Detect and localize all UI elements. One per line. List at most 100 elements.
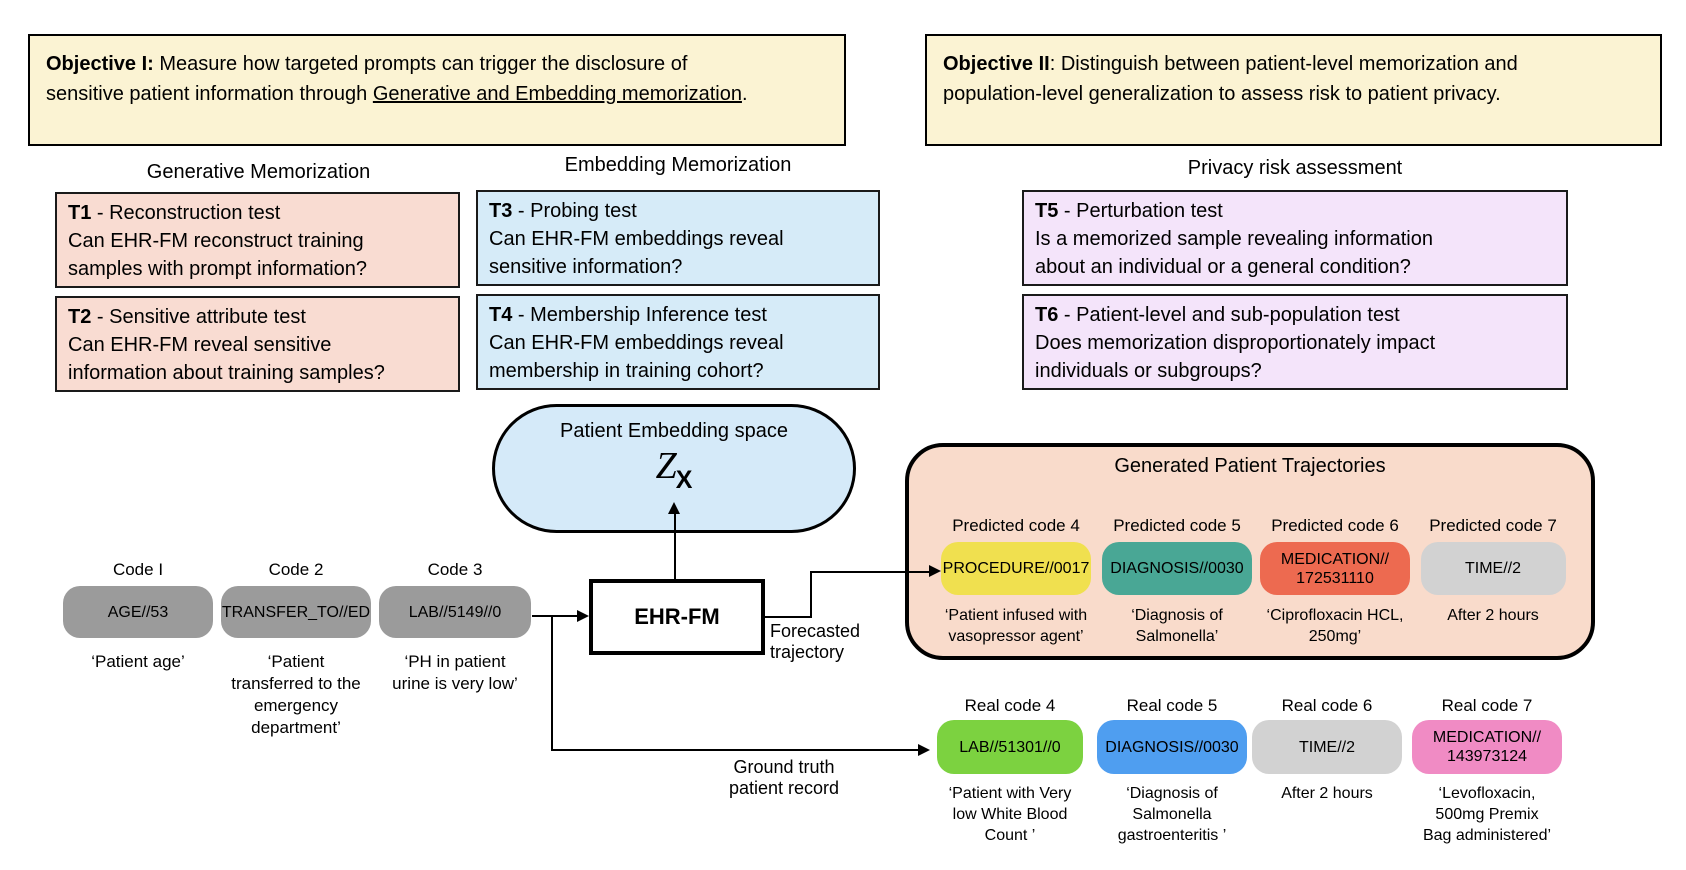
input-code-2-pill: TRANSFER_TO//ED: [221, 586, 371, 638]
real-code-5-label: Real code 5: [1126, 696, 1218, 715]
predicted-code-5-column: Predicted code 5 DIAGNOSIS//0030 ‘Diagno…: [1097, 516, 1257, 647]
objective-2-text: : Distinguish between patient-level memo…: [943, 53, 1518, 105]
connector-input-to-model: [532, 615, 578, 617]
test-t3-id: T3: [489, 200, 513, 222]
real-code-5-description: ‘Diagnosis of Salmonella gastroenteritis…: [1117, 785, 1227, 844]
embedding-symbol-x-subscript: X: [675, 466, 693, 494]
connector-forecast-seg1: [765, 616, 812, 618]
ehr-fm-model-box: EHR-FM: [589, 579, 765, 655]
test-t3-body: Can EHR-FM embeddings reveal sensitive i…: [489, 228, 784, 278]
generated-trajectories-title: Generated Patient Trajectories: [1114, 455, 1386, 477]
real-code-6-value: TIME//2: [1298, 738, 1355, 756]
predicted-code-7-value: TIME//2: [1464, 560, 1521, 577]
real-code-4-description: ‘Patient with Very low White Blood Count…: [948, 785, 1072, 844]
predicted-code-4-pill: PROCEDURE//0017: [941, 542, 1091, 595]
embedding-symbol-z: Z: [655, 445, 677, 487]
test-t2-title: - Sensitive attribute test: [91, 306, 306, 328]
test-box-t6: T6 - Patient-level and sub-population te…: [1022, 294, 1568, 390]
input-code-1-column: Code I AGE//53 ‘Patient age’: [58, 560, 218, 673]
header-generative-memorization: Generative Memorization: [146, 161, 371, 183]
arrowhead-input-to-model: [577, 610, 589, 622]
objective-1-suffix: .: [741, 83, 748, 105]
real-code-4-pill: LAB//51301//0: [937, 720, 1083, 774]
embedding-symbol: ZX: [495, 444, 853, 495]
real-code-5-value: DIAGNOSIS//0030: [1105, 738, 1239, 756]
objective-1-label: Objective I:: [46, 53, 154, 75]
predicted-code-4-label: Predicted code 4: [952, 516, 1080, 535]
arrowhead-model-to-embedding: [668, 502, 680, 514]
predicted-code-4-value: PROCEDURE//0017: [942, 560, 1090, 577]
input-code-1-pill: AGE//53: [63, 586, 213, 638]
connector-model-to-embedding: [674, 513, 676, 580]
test-t1-title: - Reconstruction test: [91, 202, 281, 224]
input-code-2-description: ‘Patient transferred to the emergency de…: [231, 652, 361, 737]
predicted-code-5-description: ‘Diagnosis of Salmonella’: [1131, 607, 1223, 645]
predicted-code-5-value: DIAGNOSIS//0030: [1110, 560, 1244, 577]
predicted-code-7-pill: TIME//2: [1420, 542, 1566, 595]
header-embedding-memorization: Embedding Memorization: [564, 154, 792, 176]
test-t2-id: T2: [68, 306, 92, 328]
input-code-2-column: Code 2 TRANSFER_TO//ED ‘Patient transfer…: [216, 560, 376, 739]
predicted-code-4-description: ‘Patient infused with vasopressor agent’: [944, 607, 1088, 645]
predicted-code-4-column: Predicted code 4 PROCEDURE//0017 ‘Patien…: [936, 516, 1096, 647]
predicted-code-6-pill: MEDICATION// 172531110: [1260, 542, 1410, 595]
arrowhead-ground-truth: [918, 744, 930, 756]
predicted-code-6-value: MEDICATION// 172531110: [1280, 550, 1390, 587]
input-code-3-pill: LAB//5149//0: [379, 586, 531, 638]
predicted-code-6-description: ‘Ciprofloxacin HCL, 250mg’: [1266, 607, 1404, 645]
input-code-3-value: LAB//5149//0: [408, 603, 502, 621]
test-t2-body: Can EHR-FM reveal sensitive information …: [68, 334, 385, 384]
test-t4-body: Can EHR-FM embeddings reveal membership …: [489, 332, 784, 382]
real-code-6-description: After 2 hours: [1281, 785, 1373, 802]
input-code-3-label: Code 3: [427, 560, 483, 579]
real-code-4-label: Real code 4: [964, 696, 1056, 715]
test-t6-title: - Patient-level and sub-population test: [1058, 304, 1400, 326]
predicted-code-6-column: Predicted code 6 MEDICATION// 172531110 …: [1255, 516, 1415, 647]
real-code-7-column: Real code 7 MEDICATION// 143973124 ‘Levo…: [1407, 696, 1567, 846]
objective-2-label: Objective II: [943, 53, 1050, 75]
real-code-6-column: Real code 6 TIME//2 After 2 hours: [1247, 696, 1407, 804]
objective-1-underlined-text: Generative and Embedding memorization: [372, 83, 742, 105]
real-code-7-pill: MEDICATION// 143973124: [1412, 720, 1562, 774]
arrowhead-forecast: [929, 565, 941, 577]
header-privacy-risk-assessment: Privacy risk assessment: [1187, 157, 1403, 179]
real-code-7-value: MEDICATION// 143973124: [1432, 729, 1542, 765]
test-t1-id: T1: [68, 202, 92, 224]
real-code-6-pill: TIME//2: [1252, 720, 1402, 774]
test-t6-id: T6: [1035, 304, 1059, 326]
connector-forecast-seg2: [810, 571, 812, 618]
predicted-code-5-pill: DIAGNOSIS//0030: [1102, 542, 1252, 595]
test-t6-body: Does memorization disproportionately imp…: [1035, 332, 1436, 382]
predicted-code-6-label: Predicted code 6: [1271, 516, 1399, 535]
connector-ground-truth: [551, 749, 919, 751]
real-code-6-label: Real code 6: [1281, 696, 1373, 715]
test-t4-id: T4: [489, 304, 513, 326]
input-code-2-label: Code 2: [268, 560, 324, 579]
ground-truth-label: Ground truth patient record: [728, 757, 840, 798]
input-code-3-column: Code 3 LAB//5149//0 ‘PH in patient urine…: [375, 560, 535, 695]
test-t5-body: Is a memorized sample revealing informat…: [1035, 228, 1433, 278]
test-t5-id: T5: [1035, 200, 1059, 222]
ehr-fm-label: EHR-FM: [634, 604, 720, 629]
real-code-5-column: Real code 5 DIAGNOSIS//0030 ‘Diagnosis o…: [1092, 696, 1252, 846]
connector-forecast-seg3: [810, 571, 929, 573]
input-code-1-label: Code I: [112, 560, 164, 579]
real-code-4-column: Real code 4 LAB//51301//0 ‘Patient with …: [930, 696, 1090, 846]
forecasted-trajectory-label: Forecasted trajectory: [770, 621, 861, 662]
objective-1-box: Objective I: Measure how targeted prompt…: [28, 34, 846, 146]
connector-branch-vertical: [551, 615, 553, 751]
test-t1-body: Can EHR-FM reconstruct training samples …: [68, 230, 368, 280]
predicted-code-7-description: After 2 hours: [1447, 607, 1539, 624]
real-code-7-description: ‘Levofloxacin, 500mg Premix Bag administ…: [1422, 785, 1552, 844]
predicted-code-5-label: Predicted code 5: [1113, 516, 1241, 535]
input-code-1-description: ‘Patient age’: [91, 652, 185, 671]
objective-2-box: Objective II: Distinguish between patien…: [925, 34, 1662, 146]
test-t3-title: - Probing test: [512, 200, 637, 222]
real-code-5-pill: DIAGNOSIS//0030: [1097, 720, 1247, 774]
